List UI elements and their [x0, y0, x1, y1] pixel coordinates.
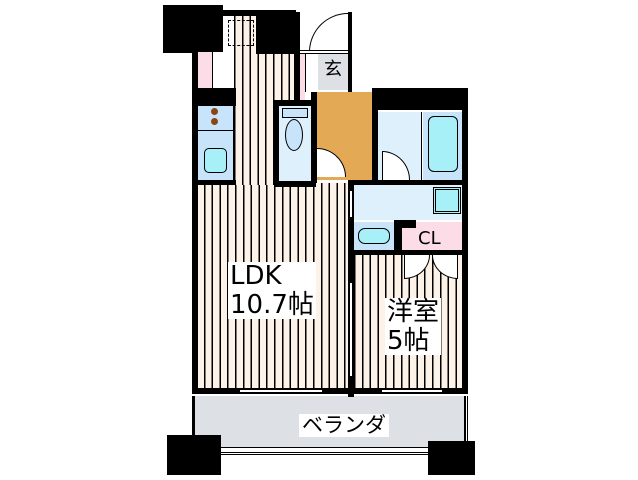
wall-vanity — [394, 220, 402, 252]
wall-closet-bottom — [348, 250, 468, 255]
closet-top — [416, 222, 462, 230]
toilet-bowl-icon — [285, 119, 303, 151]
storage-door-left — [212, 52, 234, 88]
column-bottom-left — [167, 435, 221, 475]
shoe-storage-door[interactable] — [305, 54, 318, 92]
washroom-sliding-door[interactable] — [349, 190, 353, 218]
entrance-label: 玄 — [324, 59, 342, 80]
entrance-step — [300, 50, 348, 54]
wall-hall-right — [372, 88, 378, 185]
sink-icon — [204, 148, 227, 173]
range-hood — [228, 20, 254, 46]
bathtub-icon — [428, 116, 458, 172]
closet[interactable] — [402, 228, 462, 250]
toilet-tank-icon — [282, 108, 308, 118]
veranda-railing-right — [465, 396, 468, 460]
veranda-railing-left — [192, 396, 195, 456]
front-door[interactable] — [309, 13, 348, 52]
ldk-label: LDK 10.7帖 — [228, 261, 316, 320]
ldk-size: 10.7帖 — [230, 289, 314, 320]
wall-bath-right — [462, 88, 468, 388]
column-bottom-right — [428, 441, 475, 475]
western-room-label: 洋室 5帖 — [385, 297, 442, 356]
wall-kitchen-top — [192, 88, 236, 106]
shoe-storage — [300, 54, 305, 100]
wall-left — [192, 52, 198, 394]
wall-bath-bottom — [348, 180, 468, 185]
closet-label: CL — [418, 228, 441, 249]
western-sliding-door[interactable] — [349, 282, 353, 377]
veranda-label: ベランダ — [299, 413, 389, 438]
burner-icon — [211, 118, 218, 125]
storage-pink-left — [198, 52, 212, 88]
wall-bath-top — [374, 88, 468, 110]
western-room-name: 洋室 — [387, 297, 440, 327]
wall-top-right-block — [256, 10, 296, 54]
wall-hall-left — [311, 88, 317, 183]
washing-machine-icon — [433, 187, 461, 214]
western-sliding-window — [382, 389, 442, 393]
burner-icon — [211, 108, 218, 115]
column-top-left — [163, 5, 223, 53]
wall-entrance-left — [294, 12, 300, 100]
wall-entrance-right — [348, 12, 352, 92]
ldk-sliding-window — [240, 389, 322, 393]
wall-kitchen-bottom — [192, 180, 236, 185]
veranda-rail — [193, 452, 465, 455]
entrance-floor — [318, 54, 348, 90]
ldk-name: LDK — [230, 261, 282, 291]
western-room-size: 5帖 — [387, 325, 430, 356]
stove-divider — [198, 130, 234, 131]
vanity-sink-icon — [358, 228, 390, 244]
